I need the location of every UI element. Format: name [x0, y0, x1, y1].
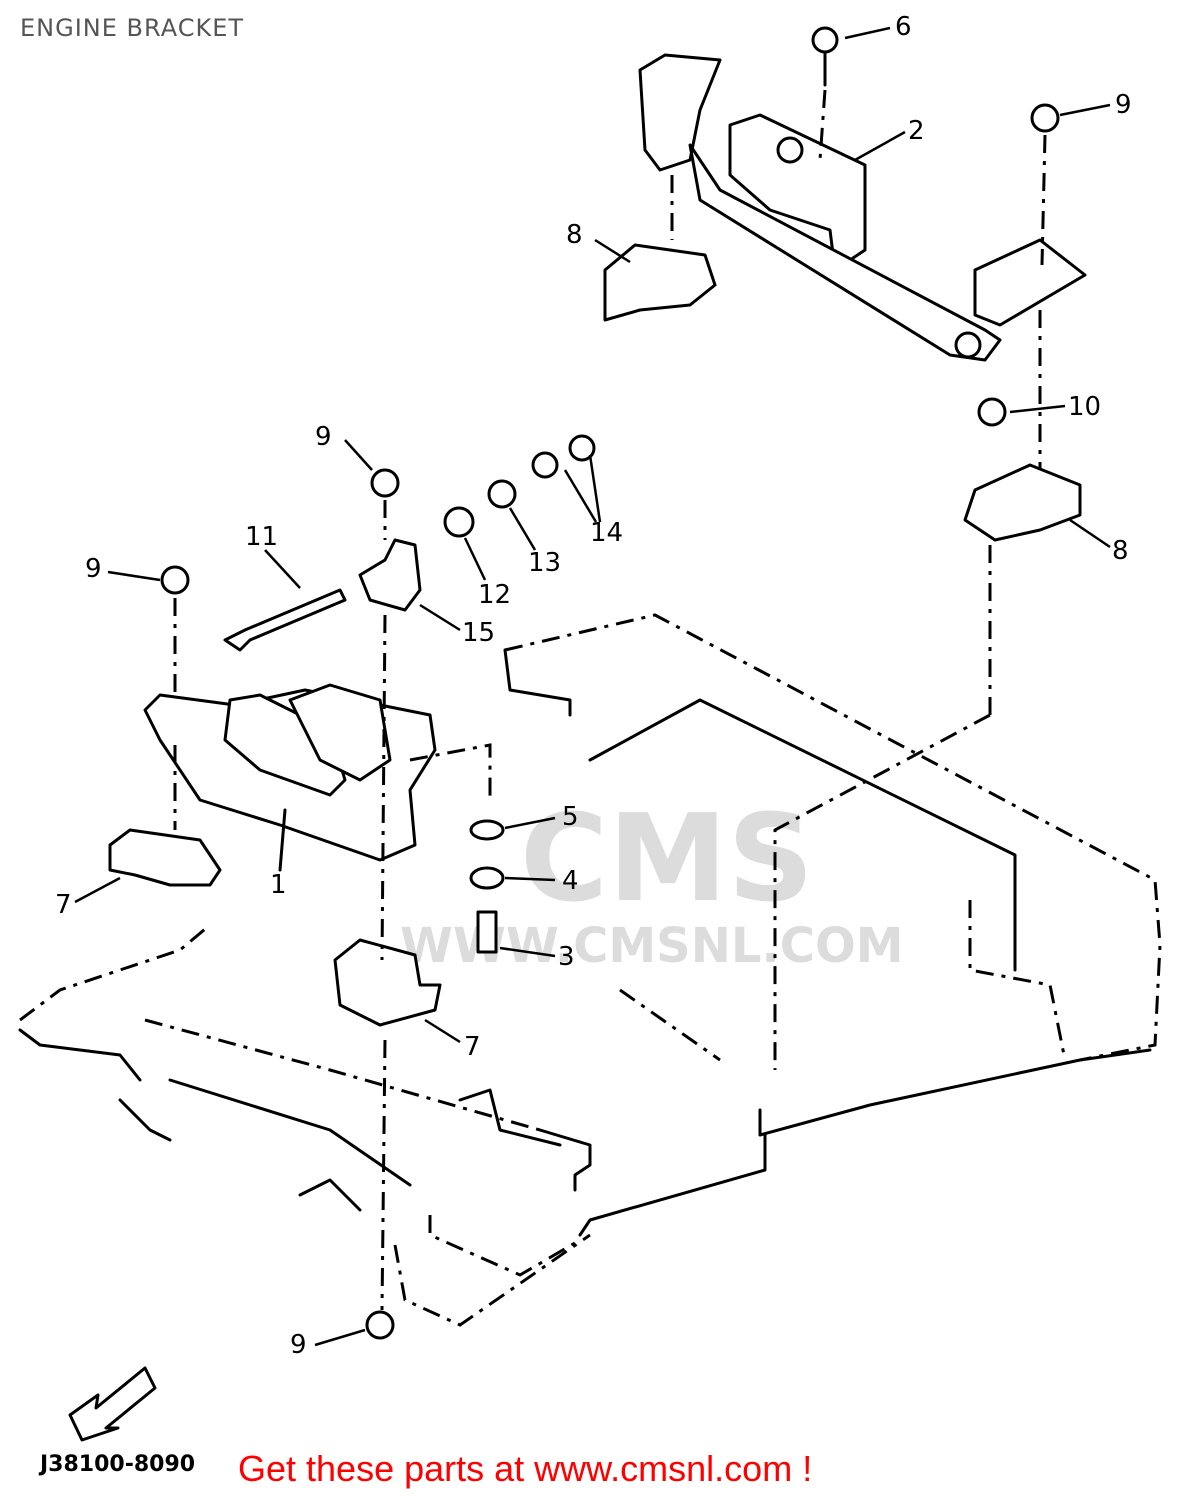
callout-9: 9: [85, 554, 102, 584]
forward-arrow: [68, 1366, 157, 1442]
engine-bracket-2: [638, 53, 1087, 362]
callout-1: 1: [270, 870, 287, 900]
callout-9: 9: [1115, 90, 1132, 120]
callout-15: 15: [462, 618, 496, 648]
alignment-lines: [173, 89, 1047, 1311]
rubber-mounts: [108, 243, 1082, 1027]
callout-9: 9: [290, 1330, 307, 1360]
callout-8: 8: [1112, 536, 1129, 566]
footer-link[interactable]: Get these parts at www.cmsnl.com !: [238, 1448, 813, 1489]
callout-14: 14: [590, 518, 624, 548]
callout-5: 5: [562, 802, 579, 832]
part-code: J38100-8090: [40, 1452, 196, 1477]
callout-2: 2: [908, 116, 925, 146]
callout-7: 7: [464, 1032, 481, 1062]
watermark-logo: CMS: [520, 790, 814, 929]
callout-4: 4: [562, 866, 579, 896]
callout-11: 11: [245, 522, 279, 552]
callout-12: 12: [478, 580, 512, 610]
callout-13: 13: [528, 548, 562, 578]
leader-lines: [74, 26, 1111, 1347]
diagram-title: ENGINE BRACKET: [20, 14, 245, 42]
callout-10: 10: [1068, 392, 1102, 422]
frame-outline: [18, 613, 1162, 1327]
hardware-parts: [160, 26, 1060, 1340]
callout-7: 7: [55, 890, 72, 920]
mount-plate-1: [143, 683, 437, 872]
callout-9: 9: [315, 422, 332, 452]
callout-3: 3: [558, 942, 575, 972]
callout-6: 6: [895, 12, 912, 42]
callout-8: 8: [566, 220, 583, 250]
